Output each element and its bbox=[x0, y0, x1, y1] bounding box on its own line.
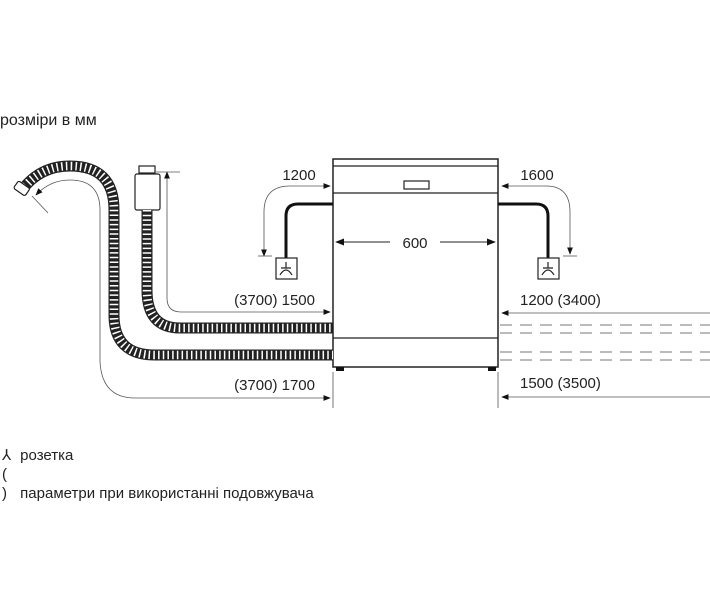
right-cable-label: 1600 bbox=[520, 167, 553, 184]
inlet-hose-label: (3700) 1700 bbox=[234, 377, 315, 394]
left-cable-dimension bbox=[261, 183, 331, 257]
width-label: 600 bbox=[402, 235, 427, 252]
parentheses-symbol: ( ) bbox=[2, 466, 7, 502]
left-cable-label: 1200 bbox=[282, 167, 315, 184]
units-note: розміри в мм bbox=[0, 112, 97, 129]
right-upper-label: 1200 (3400) bbox=[520, 292, 601, 309]
control-panel-display bbox=[403, 180, 430, 190]
legend-item-socket: ⅄ розетка bbox=[2, 446, 314, 465]
hose-extensions bbox=[500, 324, 710, 361]
power-cable-right bbox=[498, 202, 550, 258]
foot-left bbox=[336, 367, 344, 371]
right-lower-label: 1500 (3500) bbox=[520, 375, 601, 392]
inlet-hose bbox=[13, 160, 333, 361]
legend-text: розетка bbox=[20, 447, 74, 464]
inlet-hose-dimension bbox=[99, 361, 331, 401]
socket-icon: ⅄ bbox=[2, 447, 12, 464]
right-cable-dimension bbox=[501, 183, 573, 255]
legend: ⅄ розетка ( ) параметри при використанні… bbox=[2, 446, 314, 503]
drain-hose bbox=[134, 165, 333, 334]
inlet-hose-dimension-arc bbox=[35, 179, 101, 362]
foot-right bbox=[488, 367, 496, 371]
power-cable-left bbox=[284, 202, 333, 258]
drain-hose-dimension bbox=[164, 171, 331, 315]
legend-text: параметри при використанні подовжувача bbox=[20, 485, 314, 502]
dishwasher bbox=[332, 158, 499, 371]
drain-hose-label: (3700) 1500 bbox=[234, 292, 315, 309]
legend-item-extension: ( ) параметри при використанні подовжува… bbox=[2, 465, 314, 503]
